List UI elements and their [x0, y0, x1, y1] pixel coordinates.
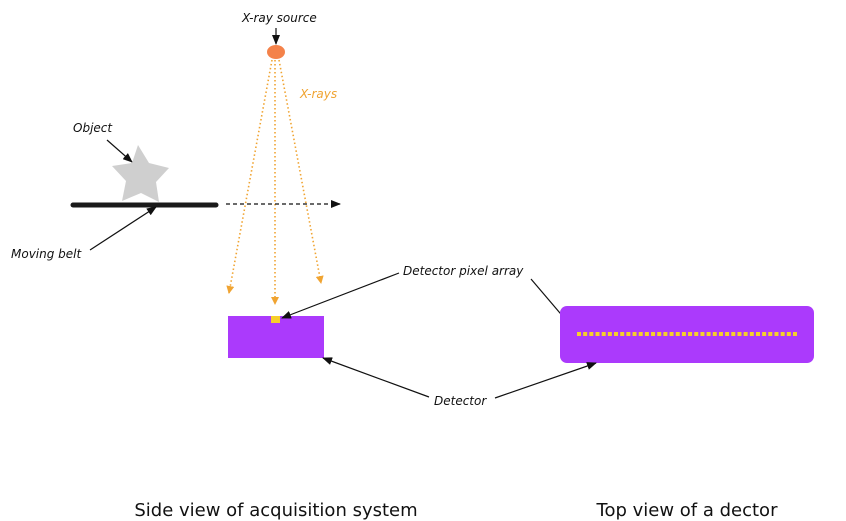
moving-belt-pointer — [89, 206, 157, 251]
xray-source — [267, 45, 285, 59]
xray-source-label: X-ray source — [241, 11, 317, 25]
detector-pixel — [762, 332, 767, 336]
detector-pixel — [577, 332, 581, 336]
xray-beams — [226, 59, 324, 305]
detector-pixel — [669, 332, 674, 336]
side-detector-pixel — [271, 316, 280, 323]
detector-pixel — [589, 332, 594, 336]
detector-pixel — [793, 332, 797, 336]
detector-pixel — [681, 332, 686, 336]
object-star — [112, 145, 169, 202]
object-pointer — [106, 139, 133, 163]
top-detector-pixel-array — [577, 332, 797, 336]
detector-pixel — [700, 332, 705, 336]
detector-pixel — [626, 332, 631, 336]
detector-pixel — [638, 332, 643, 336]
detector-pixel — [595, 332, 600, 336]
detector-pixel — [601, 332, 606, 336]
detector-pointer-side — [322, 357, 430, 398]
detector-pixel — [718, 332, 723, 336]
moving-belt-label: Moving belt — [11, 247, 83, 261]
side-view-caption: Side view of acquisition system — [134, 500, 417, 521]
detector-pixel — [755, 332, 760, 336]
detector-pixel — [743, 332, 748, 336]
detector-pixel — [657, 332, 662, 336]
detector-pixel — [768, 332, 773, 336]
detector-pixel-array-label: Detector pixel array — [403, 264, 524, 278]
detector-pixel — [651, 332, 656, 336]
detector-pixel — [688, 332, 693, 336]
detector-pixel — [712, 332, 717, 336]
detector-pixel — [731, 332, 736, 336]
detector-pixel — [620, 332, 625, 336]
detector-pixel — [780, 332, 785, 336]
detector-pointer-top — [494, 362, 597, 399]
detector-pixel — [644, 332, 649, 336]
top-detector — [560, 306, 814, 363]
detector-pixel — [614, 332, 619, 336]
detector-pixel — [725, 332, 730, 336]
top-view-caption: Top view of a dector — [596, 500, 779, 521]
detector-pixel — [632, 332, 637, 336]
detector-pixel — [706, 332, 711, 336]
detector-pixel — [749, 332, 754, 336]
detector-pixel — [737, 332, 742, 336]
xray-beam-left — [226, 59, 273, 294]
detector-pixel — [774, 332, 779, 336]
detector-label: Detector — [434, 394, 487, 408]
detector-pixel — [675, 332, 680, 336]
xray-beam-right — [278, 59, 324, 284]
detector-pixel — [663, 332, 668, 336]
xrays-label: X-rays — [299, 87, 337, 101]
detector-pixel — [583, 332, 588, 336]
pixel-array-pointer-side — [281, 272, 400, 319]
object-label: Object — [73, 121, 113, 135]
detector-pixel — [694, 332, 699, 336]
detector-pixel — [607, 332, 612, 336]
detector-pixel — [786, 332, 791, 336]
